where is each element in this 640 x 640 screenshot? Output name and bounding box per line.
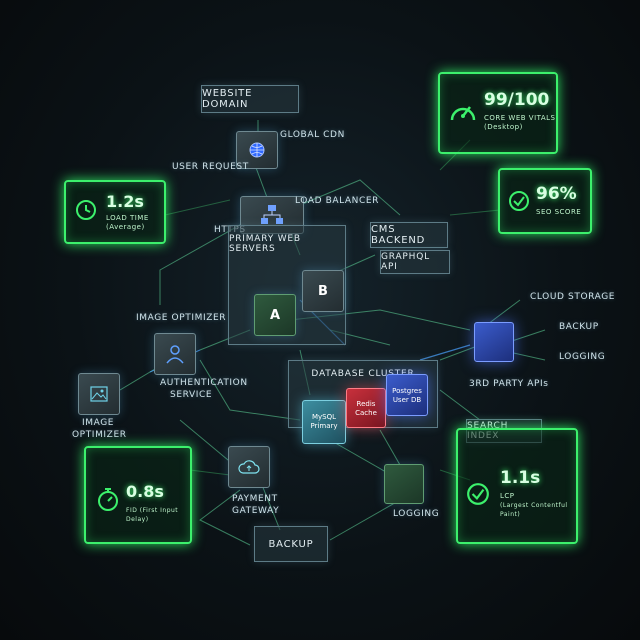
- clock-icon: [76, 200, 96, 220]
- fid-value: 0.8s: [126, 482, 164, 501]
- check-circle-icon: [467, 483, 489, 505]
- image-optimizer-label: IMAGE OPTIMIZER: [136, 313, 227, 323]
- optimizer-label: OPTIMIZER: [72, 430, 127, 440]
- server-b-node[interactable]: B: [302, 270, 344, 312]
- payment-label: PAYMENT: [232, 494, 278, 504]
- seo-score-label: SEO SCORE: [536, 208, 582, 216]
- user-request-label: USER REQUEST: [172, 162, 249, 172]
- user-icon: [166, 345, 184, 364]
- load-time-label: LOAD TIME: [106, 214, 149, 222]
- website-domain-box: WEBSITE DOMAIN: [201, 85, 299, 113]
- mysql-label-2: Primary: [310, 422, 338, 430]
- postgres-label-2: User DB: [392, 396, 422, 404]
- third-party-apis-node[interactable]: [474, 322, 514, 362]
- logging-node[interactable]: [384, 464, 424, 504]
- load-time-card: 1.2s LOAD TIME (Average): [64, 180, 166, 244]
- payment-gateway-node[interactable]: [228, 446, 270, 488]
- fid-card: 0.8s FID (First Input Delay): [84, 446, 192, 544]
- lcp-sub: (Largest Contentful Paint): [500, 502, 568, 518]
- server-a-label: A: [269, 307, 281, 323]
- lcp-value: 1.1s: [500, 468, 541, 488]
- backup-box[interactable]: BACKUP: [254, 526, 328, 562]
- third-party-label: 3RD PARTY APIs: [469, 379, 549, 389]
- postgres-user-db-node[interactable]: Postgres User DB: [386, 374, 428, 416]
- mysql-label-1: MySQL: [311, 413, 337, 421]
- load-time-sub: (Average): [106, 223, 145, 231]
- image-icon: [90, 386, 108, 402]
- redis-cache-node[interactable]: Redis Cache: [346, 388, 386, 428]
- backup-bottom-label: BACKUP: [268, 538, 314, 550]
- core-web-vitals-sub: (Desktop): [484, 123, 523, 131]
- lcp-card: 1.1s LCP (Largest Contentful Paint): [456, 428, 578, 544]
- backup-right-label: BACKUP: [559, 322, 599, 332]
- cms-backend-label: CMS BACKEND: [371, 224, 426, 246]
- postgres-label-1: Postgres: [392, 387, 422, 395]
- authentication-label: AUTHENTICATION: [160, 378, 248, 388]
- logging-right-label: LOGGING: [559, 352, 606, 362]
- redis-label-1: Redis: [356, 400, 376, 408]
- service-label: SERVICE: [170, 390, 213, 400]
- image-optimizer-node[interactable]: [78, 373, 120, 415]
- server-a-node[interactable]: A: [254, 294, 296, 336]
- core-web-vitals-value: 99/100: [484, 90, 550, 110]
- graphql-api-box[interactable]: GRAPHQL API: [380, 250, 450, 274]
- lcp-label: LCP: [500, 492, 515, 500]
- stopwatch-icon: [98, 488, 118, 511]
- global-cdn-node[interactable]: [236, 131, 278, 169]
- gauge-icon: [450, 106, 476, 121]
- database-cluster-title: DATABASE CLUSTER: [311, 369, 415, 379]
- fid-label: FID (First Input Delay): [126, 507, 179, 523]
- graphql-api-label: GRAPHQL API: [381, 252, 430, 272]
- redis-label-2: Cache: [355, 409, 377, 417]
- website-domain-label: WEBSITE DOMAIN: [202, 88, 253, 110]
- network-icon: [261, 205, 283, 224]
- mysql-primary-node[interactable]: MySQL Primary: [302, 400, 346, 444]
- primary-web-servers-title: PRIMARY WEB SERVERS: [229, 234, 301, 254]
- check-circle-icon: [509, 191, 529, 211]
- seo-score-value: 96%: [536, 184, 577, 204]
- seo-score-card: 96% SEO SCORE: [498, 168, 592, 234]
- core-web-vitals-label: CORE WEB VITALS: [484, 114, 556, 122]
- server-b-label: B: [318, 283, 328, 299]
- globe-icon: [249, 142, 265, 158]
- logging-center-label: LOGGING: [393, 509, 440, 519]
- global-cdn-label: GLOBAL CDN: [280, 130, 345, 140]
- load-balancer-label: LOAD BALANCER: [295, 196, 380, 206]
- load-time-value: 1.2s: [106, 192, 144, 211]
- core-web-vitals-card: 99/100 CORE WEB VITALS (Desktop): [438, 72, 558, 154]
- cloud-storage-label: CLOUD STORAGE: [530, 292, 616, 302]
- authentication-service-node[interactable]: [154, 333, 196, 375]
- gateway-label: GATEWAY: [232, 506, 280, 516]
- image-label: IMAGE: [82, 418, 115, 428]
- cms-backend-box[interactable]: CMS BACKEND: [370, 222, 448, 248]
- cloud-upload-icon: [238, 460, 260, 474]
